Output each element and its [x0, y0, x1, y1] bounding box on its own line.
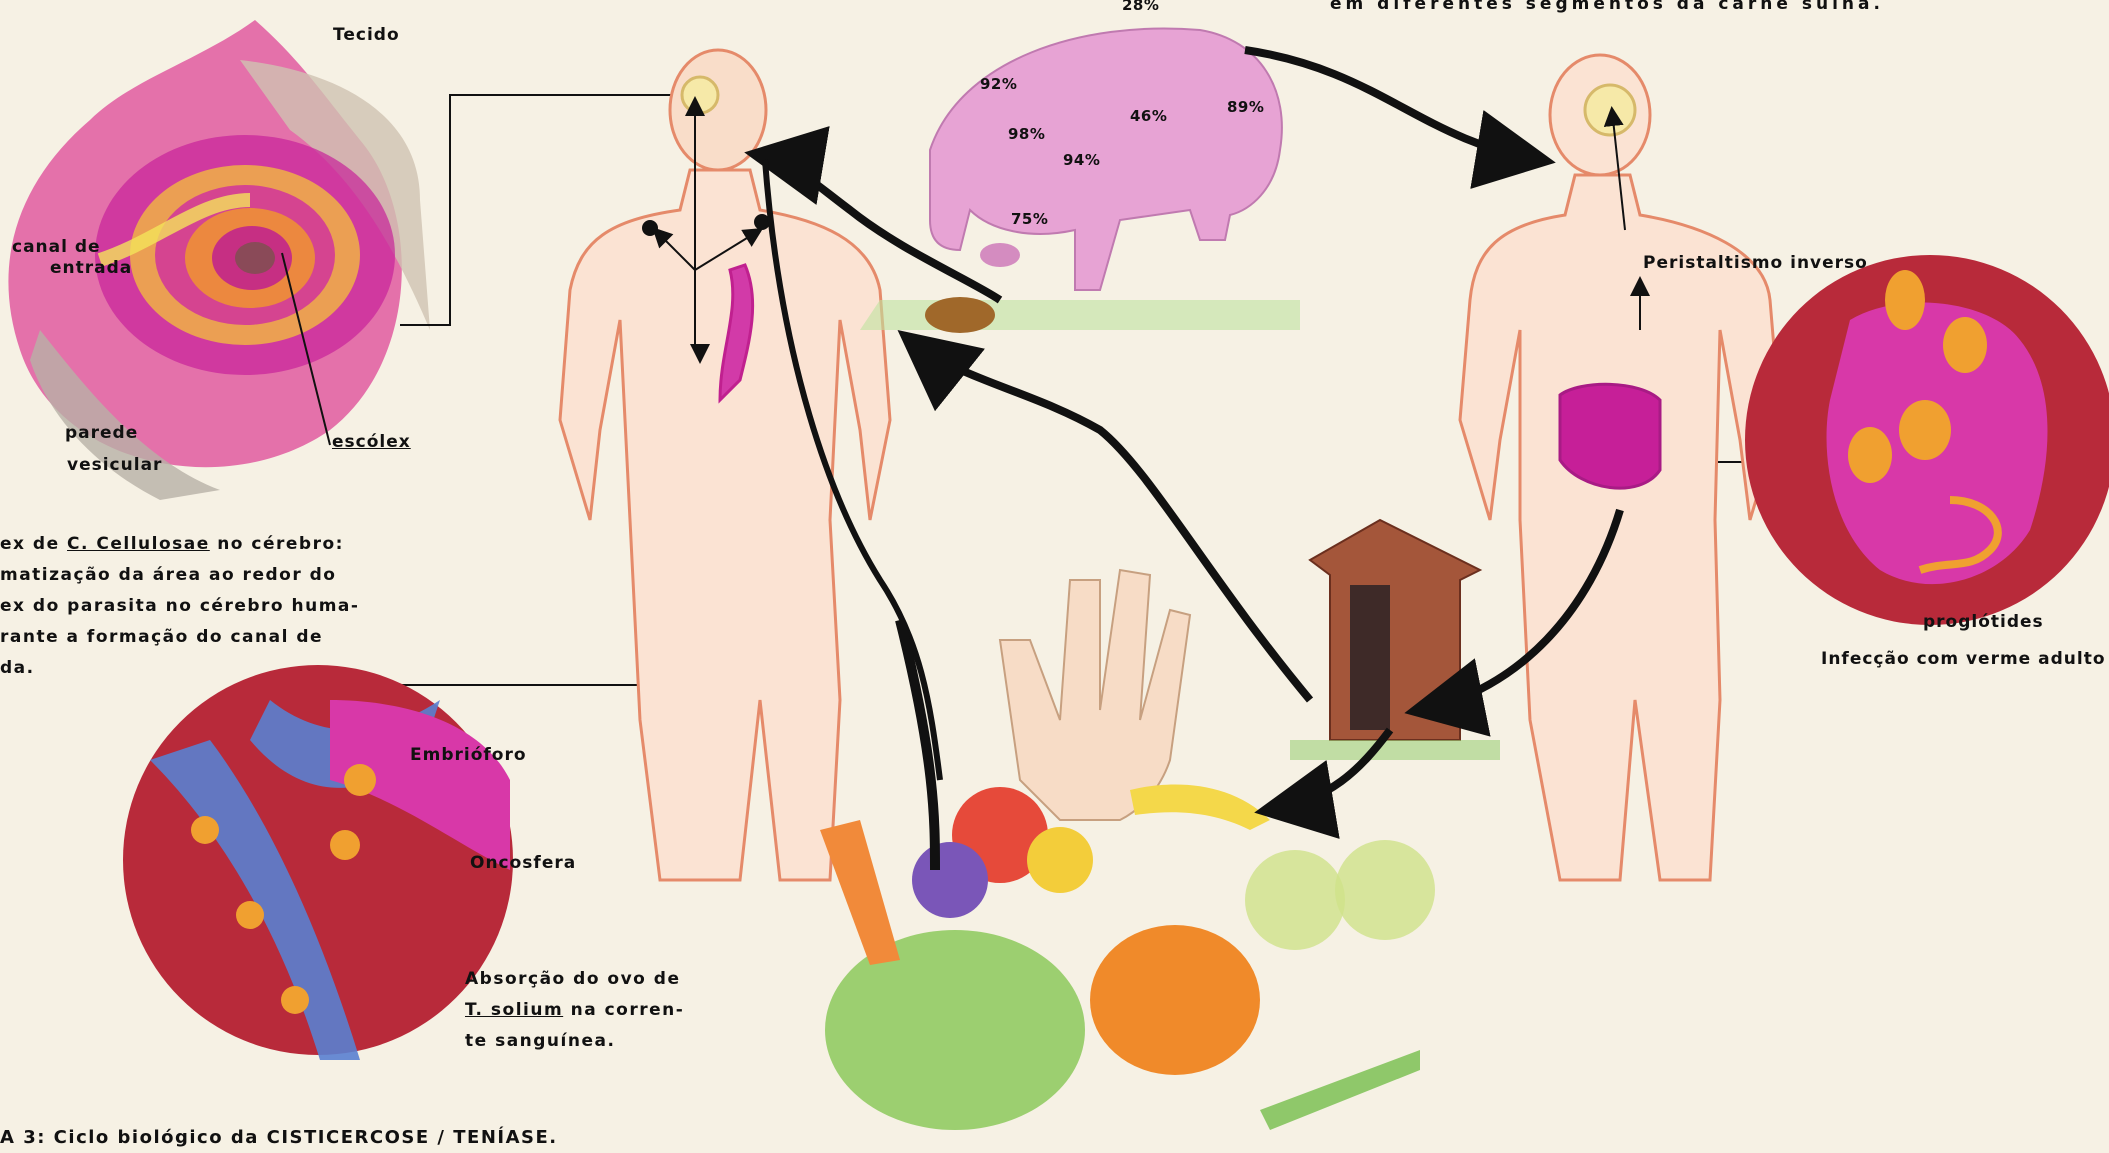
- oncosfera-label: Oncosfera: [470, 853, 576, 873]
- human-figure-left: [560, 50, 890, 880]
- blood-caption-l2-post: na corren-: [563, 1000, 684, 1020]
- escolex-label: escólex: [332, 432, 411, 452]
- figure-caption: A 3: Ciclo biológico da CISTICERCOSE / T…: [0, 1127, 558, 1148]
- pig-pct-1: 28%: [1122, 0, 1159, 14]
- pig-pct-5: 89%: [1227, 98, 1264, 116]
- blood-caption-l3: te sanguínea.: [465, 1026, 684, 1057]
- tecido-label: Tecido: [333, 25, 400, 45]
- blood-caption-l1: Absorção do ovo de: [465, 964, 684, 995]
- scolex-caption-species: C. Cellulosae: [67, 534, 210, 554]
- top-note: em diferentes segmentos da carne suína.: [1330, 0, 1884, 14]
- blood-vessel-panel: [123, 665, 513, 1060]
- proglotides-label: proglótides: [1923, 612, 2044, 632]
- scolex-caption-l1-post: no cérebro:: [210, 534, 344, 554]
- outhouse-illustration: [1290, 520, 1500, 760]
- canal-label-line1: canal de: [12, 237, 101, 257]
- pig-pct-2: 92%: [980, 75, 1017, 93]
- scolex-caption: ex de C. Cellulosae no cérebro: matizaçã…: [0, 529, 359, 684]
- infeccao-label: Infecção com verme adulto: [1821, 649, 2106, 669]
- scolex-caption-l2: matização da área ao redor do: [0, 560, 359, 591]
- blood-caption-species: T. solium: [465, 1000, 563, 1020]
- proglottids-panel: [1745, 255, 2109, 625]
- pig-pct-6: 94%: [1063, 151, 1100, 169]
- parede-label-line2: vesicular: [67, 455, 162, 475]
- pig-pct-7: 75%: [1011, 210, 1048, 228]
- blood-caption: Absorção do ovo de T. solium na corren- …: [465, 964, 684, 1057]
- pig-pct-4: 46%: [1130, 107, 1167, 125]
- scolex-caption-l3: ex do parasita no cérebro huma-: [0, 591, 359, 622]
- parede-label-line1: parede: [65, 423, 138, 443]
- embriofora-label: Embrióforo: [410, 745, 527, 765]
- canal-label-line2: entrada: [50, 258, 132, 278]
- scolex-caption-l5: da.: [0, 653, 359, 684]
- pig-pct-3: 98%: [1008, 125, 1045, 143]
- pig-illustration: [860, 29, 1300, 334]
- scolex-caption-l4: rante a formação do canal de: [0, 622, 359, 653]
- peristaltismo-label: Peristaltismo inverso: [1643, 253, 1868, 273]
- hand-illustration: [1000, 570, 1190, 820]
- fruits-vegetables-illustration: [820, 784, 1435, 1130]
- scolex-caption-l1-pre: ex de: [0, 534, 67, 554]
